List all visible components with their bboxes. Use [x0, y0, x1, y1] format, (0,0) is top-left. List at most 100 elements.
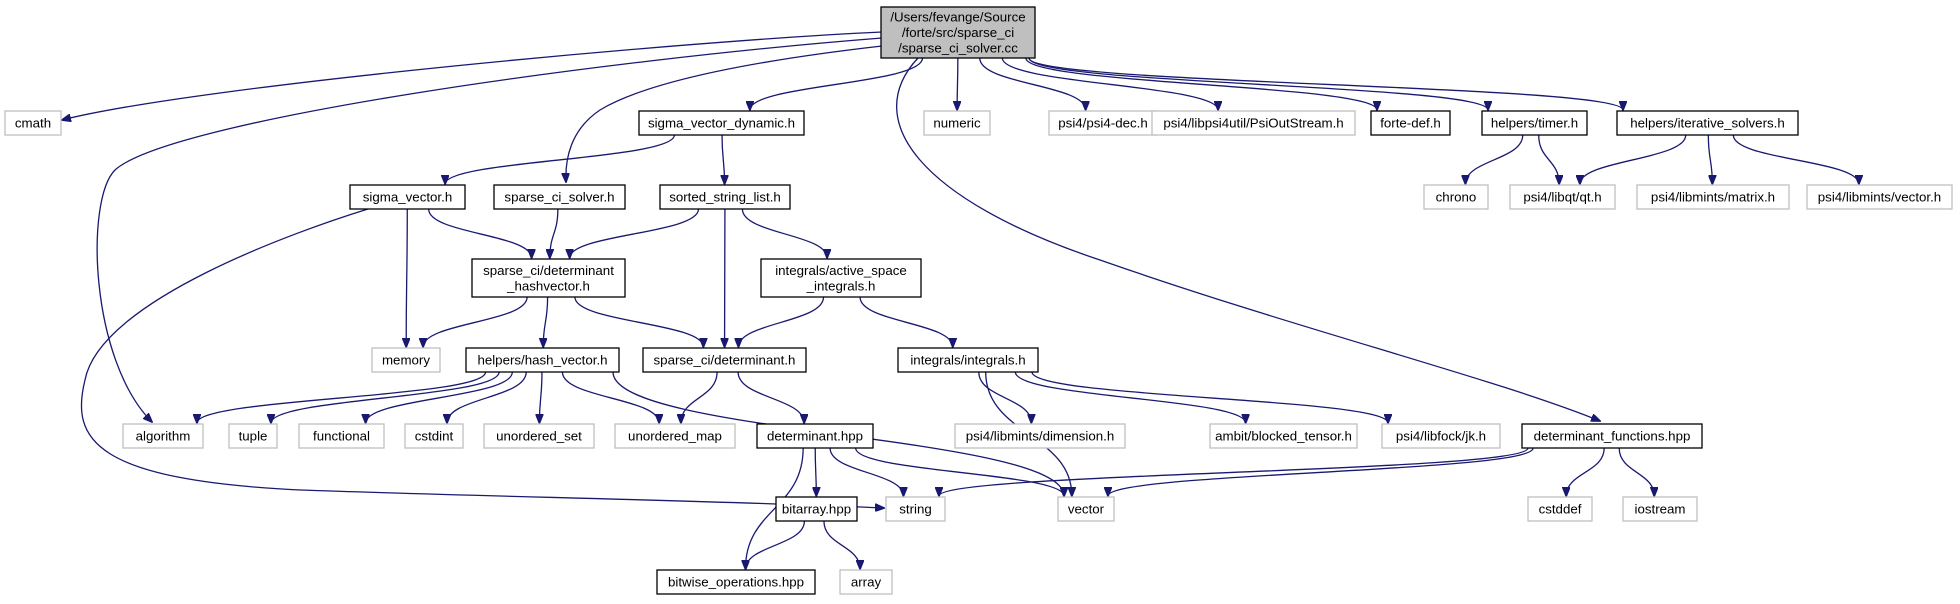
node-bitarray[interactable]: bitarray.hpp [775, 496, 858, 522]
edge-bitarray-to-bitwise_operations [746, 520, 806, 569]
node-sparse_ci_solver_h[interactable]: sparse_ci_solver.h [493, 184, 626, 210]
node-box [1527, 496, 1593, 522]
node-determinant_hpp[interactable]: determinant.hpp [756, 423, 874, 449]
node-determinant_functions[interactable]: determinant_functions.hpp [1521, 423, 1703, 449]
node-label: integrals/active_space [775, 263, 907, 278]
node-iterative_solvers[interactable]: helpers/iterative_solvers.h [1616, 110, 1799, 136]
node-label: sparse_ci/determinant [483, 263, 614, 278]
node-box [1423, 184, 1489, 210]
node-box [897, 347, 1039, 373]
edge-active_space_integrals-to-integrals_h [859, 296, 953, 347]
node-label: psi4/libmints/matrix.h [1651, 190, 1775, 205]
node-cstddef: cstddef [1527, 496, 1593, 522]
node-numeric: numeric [923, 110, 991, 136]
node-label: cmath [15, 116, 51, 131]
node-sigma_vector[interactable]: sigma_vector.h [349, 184, 466, 210]
edge-det_hashvector-to-hash_vector [543, 296, 549, 347]
node-functional: functional [298, 423, 385, 449]
node-label: psi4/libpsi4util/PsiOutStream.h [1163, 116, 1343, 131]
node-layer: /Users/fevange/Source/forte/src/sparse_c… [4, 6, 1953, 595]
node-box [404, 423, 464, 449]
edge-sigma_vector-to-string [80, 208, 884, 508]
node-label: psi4/libmints/dimension.h [966, 429, 1115, 444]
node-box [642, 347, 807, 373]
edge-determinant_functions-to-string [939, 447, 1529, 496]
node-unordered_map: unordered_map [614, 423, 736, 449]
node-root[interactable]: /Users/fevange/Source/forte/src/sparse_c… [880, 6, 1036, 59]
node-box [1151, 110, 1356, 136]
node-matrix: psi4/libmints/matrix.h [1636, 184, 1790, 210]
node-algorithm: algorithm [122, 423, 204, 449]
node-label: unordered_set [496, 429, 582, 444]
edge-determinant_functions-to-iostream [1618, 447, 1654, 496]
node-label: /Users/fevange/Source [890, 10, 1025, 25]
node-box [349, 184, 466, 210]
edge-determinant_functions-to-vector [1108, 447, 1534, 496]
edge-determinant_hpp-to-bitwise_operations [745, 447, 804, 569]
node-determinant_h[interactable]: sparse_ci/determinant.h [642, 347, 807, 373]
node-label: bitarray.hpp [782, 502, 851, 517]
node-label: sigma_vector_dynamic.h [648, 116, 795, 131]
node-label: psi4/libfock/jk.h [1396, 429, 1486, 444]
node-timer[interactable]: helpers/timer.h [1481, 110, 1588, 136]
node-label: sparse_ci/determinant.h [654, 353, 796, 368]
node-forte_def[interactable]: forte-def.h [1370, 110, 1451, 136]
node-box [483, 423, 595, 449]
node-box [228, 423, 278, 449]
node-label: unordered_map [628, 429, 722, 444]
node-label: numeric [933, 116, 981, 131]
edge-layer [62, 31, 1859, 569]
node-cstdint: cstdint [404, 423, 464, 449]
node-label: psi4/psi4-dec.h [1058, 116, 1147, 131]
edge-root-to-psioutstream [1001, 57, 1218, 110]
node-label: tuple [239, 429, 268, 444]
edge-root-to-sigma_vector_dynamic [750, 57, 924, 110]
node-box [1636, 184, 1790, 210]
node-box [1048, 110, 1158, 136]
node-box [1209, 423, 1358, 449]
edge-determinant_hpp-to-string [829, 447, 903, 496]
node-sigma_vector_dynamic[interactable]: sigma_vector_dynamic.h [638, 110, 805, 136]
node-integrals_h[interactable]: integrals/integrals.h [897, 347, 1039, 373]
node-box [471, 258, 626, 298]
node-label: helpers/iterative_solvers.h [1630, 116, 1784, 131]
edge-hash_vector-to-unordered_map [561, 371, 659, 423]
node-chrono: chrono [1423, 184, 1489, 210]
edge-root-to-sparse_ci_solver_h [566, 45, 883, 182]
node-array: array [839, 569, 893, 595]
edge-sigma_vector-to-det_hashvector [428, 208, 532, 258]
node-box [1806, 184, 1953, 210]
node-box [839, 569, 893, 595]
node-label: algorithm [136, 429, 191, 444]
node-box [1521, 423, 1703, 449]
node-box [298, 423, 385, 449]
node-box [371, 347, 441, 373]
node-label: _hashvector.h [506, 278, 590, 293]
edge-det_hashvector-to-memory [423, 296, 528, 347]
node-label: functional [313, 429, 370, 444]
node-label: forte-def.h [1380, 116, 1441, 131]
node-box [1509, 184, 1616, 210]
edge-sigma_vector_dynamic-to-sigma_vector [445, 134, 676, 184]
node-sorted_string_list[interactable]: sorted_string_list.h [659, 184, 791, 210]
node-box [638, 110, 805, 136]
node-bitwise_operations[interactable]: bitwise_operations.hpp [656, 569, 816, 595]
node-hash_vector[interactable]: helpers/hash_vector.h [465, 347, 620, 373]
edge-determinant_h-to-unordered_map [681, 371, 718, 423]
node-active_space_integrals[interactable]: integrals/active_space_integrals.h [760, 258, 922, 298]
node-psi4_dec: psi4/psi4-dec.h [1048, 110, 1158, 136]
node-box [1370, 110, 1451, 136]
node-label: string [899, 502, 932, 517]
edge-integrals_h-to-blocked_tensor [1014, 371, 1245, 423]
edge-integrals_h-to-dimension [978, 371, 1032, 423]
edge-determinant_hpp-to-bitarray [815, 447, 816, 496]
node-box [1481, 110, 1588, 136]
edge-sigma_vector_dynamic-to-sorted_string_list [722, 134, 725, 184]
edge-iterative_solvers-to-qt [1580, 134, 1687, 184]
edge-iterative_solvers-to-matrix [1707, 134, 1712, 184]
node-vector_h: psi4/libmints/vector.h [1806, 184, 1953, 210]
node-det_hashvector[interactable]: sparse_ci/determinant_hashvector.h [471, 258, 626, 298]
node-box [880, 6, 1036, 59]
node-box [1381, 423, 1501, 449]
edge-timer-to-qt [1538, 134, 1559, 184]
